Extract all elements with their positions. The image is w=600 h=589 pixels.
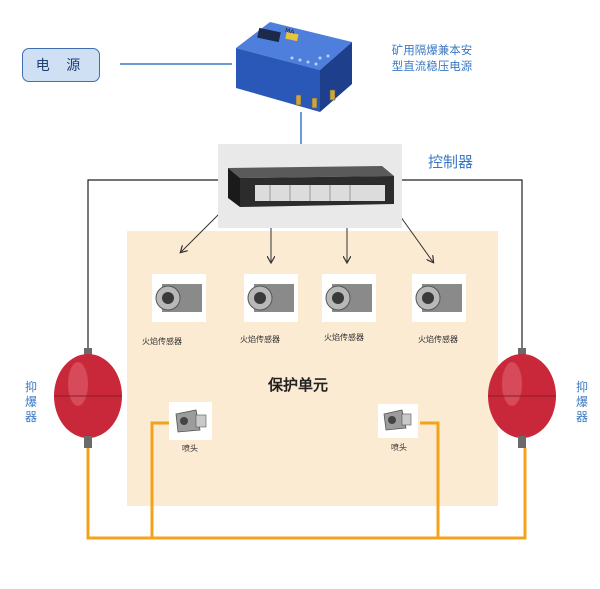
psu-label-line2: 型直流稳压电源 [391, 59, 473, 73]
orange-pipes [86, 421, 527, 540]
nozzle-label-2: 喷头 [391, 443, 407, 452]
flame-sensor-3 [322, 274, 376, 322]
suppressor-label-right: 抑爆器 [575, 380, 588, 424]
psu-label: 矿用隔爆兼本安 型直流稳压电源 [372, 42, 492, 74]
psu-device [236, 22, 352, 112]
nozzle-label-1: 喷头 [182, 444, 198, 453]
suppressor-label-left: 抑爆器 [24, 380, 37, 424]
controller-device [218, 144, 402, 228]
controller-right-wire [392, 179, 523, 348]
suppressor-right [488, 348, 556, 448]
sensor-label-4: 火焰传感器 [418, 335, 458, 344]
psu-label-line1: 矿用隔爆兼本安 [391, 43, 473, 57]
controller-label: 控制器 [428, 153, 474, 171]
sensor-label-2: 火焰传感器 [240, 335, 280, 344]
arrow-sensor-4 [397, 212, 433, 262]
sensor-label-3: 火焰传感器 [324, 333, 364, 342]
nozzle-1 [169, 402, 212, 440]
arrow-sensor-1 [181, 212, 221, 252]
flame-sensor-4 [412, 274, 466, 322]
suppressor-left [54, 348, 122, 448]
sensor-label-1: 火焰传感器 [142, 337, 182, 346]
protection-unit-label: 保护单元 [268, 376, 329, 394]
flame-sensor-1 [152, 274, 206, 322]
flame-sensor-2 [244, 274, 298, 322]
power-source-box: 电 源 [22, 48, 100, 82]
controller-left-wire [87, 179, 222, 348]
nozzle-2 [378, 404, 418, 438]
